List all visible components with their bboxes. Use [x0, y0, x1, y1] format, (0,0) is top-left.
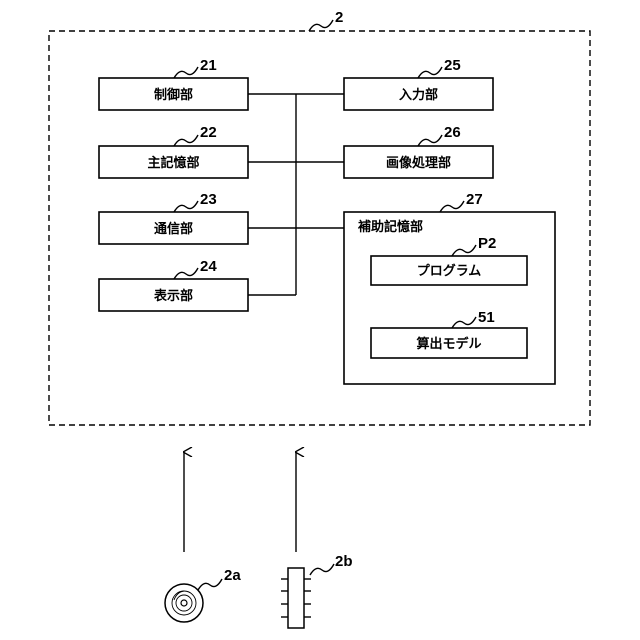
disc-ref: 2a [224, 567, 241, 584]
disc-medium-icon [165, 584, 203, 622]
device-ref: 2 [335, 9, 343, 26]
communication-unit: 通信部 23 [99, 191, 248, 244]
disc-leader-line [198, 579, 222, 590]
auxiliary-storage-label: 補助記憶部 [357, 219, 423, 235]
calculation-model-label: 算出モデル [416, 336, 481, 352]
memory-chip-icon [281, 568, 311, 628]
control-unit-label: 制御部 [154, 87, 193, 103]
image-processing-unit: 画像処理部 26 [344, 124, 493, 178]
communication-unit-label: 通信部 [154, 221, 193, 237]
main-memory-label: 主記憶部 [147, 155, 199, 171]
main-memory-unit: 主記憶部 22 [99, 124, 248, 178]
input-unit-label: 入力部 [399, 87, 438, 103]
auxiliary-storage-unit: 補助記憶部 27 プログラム P2 算出モデル 51 [344, 191, 555, 384]
input-unit: 入力部 25 [344, 57, 493, 110]
display-unit: 表示部 24 [99, 258, 248, 311]
main-memory-ref: 22 [200, 124, 217, 141]
device-leader-line [309, 20, 333, 31]
auxiliary-storage-ref: 27 [466, 191, 483, 208]
communication-unit-ref: 23 [200, 191, 217, 208]
calculation-model-ref: 51 [478, 309, 495, 326]
control-unit: 制御部 21 [99, 57, 248, 110]
chip-leader-line [310, 564, 334, 575]
input-unit-ref: 25 [444, 57, 461, 74]
display-unit-ref: 24 [200, 258, 217, 275]
image-processing-label: 画像処理部 [386, 155, 451, 171]
program-ref: P2 [478, 235, 496, 252]
display-unit-label: 表示部 [153, 288, 193, 304]
control-unit-ref: 21 [200, 57, 217, 74]
bus-lines [248, 94, 344, 295]
image-processing-ref: 26 [444, 124, 461, 141]
program-label: プログラム [417, 263, 482, 279]
chip-ref: 2b [335, 553, 353, 570]
